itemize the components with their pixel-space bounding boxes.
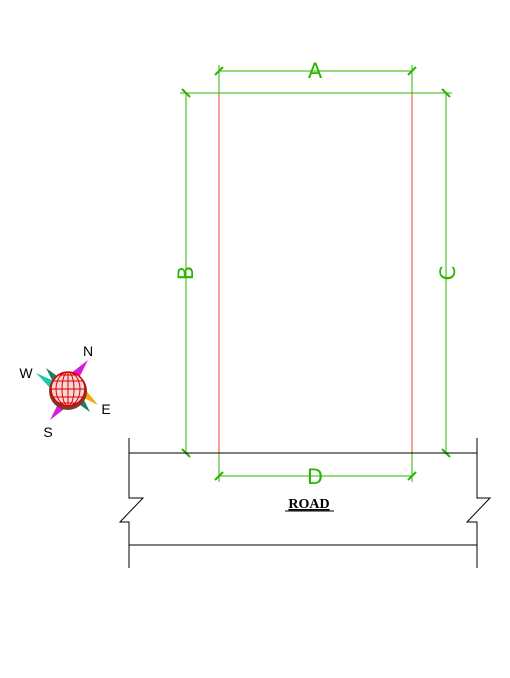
dimension-label-bottom: D	[307, 465, 323, 489]
compass-globe-grid	[51, 371, 85, 407]
tick-left-top	[181, 88, 191, 98]
plot-rectangle	[218, 92, 413, 454]
compass-label-west: W	[19, 365, 33, 381]
tick-top-right	[407, 66, 417, 76]
dimension-bottom	[214, 453, 417, 482]
compass-rose	[36, 360, 98, 420]
tick-bottom-right	[407, 471, 417, 481]
plot-boundary	[218, 92, 413, 454]
road-label: ROAD	[288, 497, 329, 512]
tick-right-top	[441, 88, 451, 98]
compass-label-south: S	[43, 424, 52, 440]
road-break-right	[465, 438, 492, 568]
tick-bottom-left	[214, 471, 224, 481]
compass-label-east: E	[101, 401, 110, 417]
dimension-top	[214, 65, 417, 93]
dimension-label-left: B	[174, 266, 198, 280]
dimension-label-right: C	[436, 266, 460, 281]
dimension-label-top: A	[308, 59, 323, 83]
road-break-left	[118, 438, 145, 568]
dimension-left	[180, 88, 412, 458]
tick-top-left	[214, 66, 224, 76]
compass-label-north: N	[83, 343, 93, 359]
road	[118, 438, 492, 568]
